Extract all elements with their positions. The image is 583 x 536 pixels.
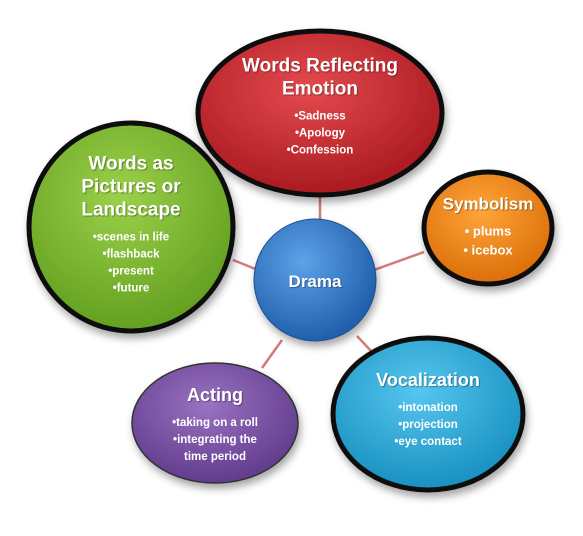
emotion-item: •Sadness	[294, 110, 346, 123]
center-label: Drama	[288, 272, 342, 291]
connector-vocalization	[356, 335, 373, 353]
vocalization-item: •eye contact	[394, 436, 462, 448]
emotion-title-line2: Emotion	[281, 78, 358, 100]
landscape-title-line2: Pictures or	[81, 176, 181, 198]
symbolism-label: Symbolism • plums • icebox	[443, 193, 534, 260]
emotion-item: •Confession	[286, 144, 354, 157]
acting-item: •taking on a roll	[172, 417, 258, 429]
connector-acting	[260, 339, 284, 369]
connector-landscape	[232, 258, 259, 272]
node-emotion	[195, 28, 445, 198]
symbolism-title: Symbolism	[442, 194, 534, 214]
acting-label: Acting •taking on a roll •integrating th…	[172, 384, 258, 466]
acting-item: •integrating the	[173, 434, 257, 446]
landscape-title-line1: Words as	[88, 153, 174, 175]
acting-title: Acting	[187, 385, 243, 405]
node-landscape	[26, 120, 236, 334]
emotion-label: Words Reflecting Emotion •Sadness •Apolo…	[242, 55, 398, 160]
connector-symbolism	[373, 250, 425, 272]
symbolism-item: • plums	[464, 223, 512, 239]
vocalization-item: •intonation	[398, 402, 458, 414]
vocalization-item: •projection	[398, 419, 458, 431]
vocalization-label: Vocalization •intonation •projection •ey…	[376, 369, 480, 451]
node-center	[253, 218, 377, 342]
landscape-item: •flashback	[102, 248, 160, 261]
symbolism-item: • icebox	[463, 242, 513, 258]
node-symbolism	[421, 169, 555, 287]
acting-item: time period	[184, 451, 246, 463]
landscape-title-line3: Landscape	[81, 199, 181, 221]
landscape-item: •scenes in life	[92, 231, 170, 244]
node-acting	[131, 362, 299, 484]
vocalization-title: Vocalization	[376, 370, 480, 390]
landscape-item: •future	[112, 282, 150, 295]
node-vocalization	[330, 335, 526, 493]
connectors	[232, 195, 425, 369]
landscape-label: Words as Pictures or Landscape •scenes i…	[81, 153, 180, 298]
landscape-item: •present	[108, 265, 154, 278]
emotion-item: •Apology	[294, 127, 346, 140]
emotion-title-line1: Words Reflecting	[242, 55, 398, 77]
